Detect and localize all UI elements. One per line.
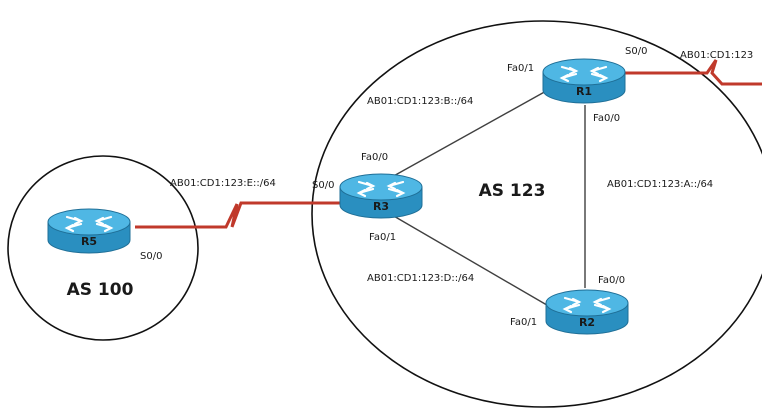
router-r5[interactable]: R5 (46, 207, 132, 255)
interface-label-r2-fa01: Fa0/1 (510, 317, 537, 328)
router-r2[interactable]: R2 (544, 288, 630, 336)
subnet-label-r1-external: AB01:CD1:123 (680, 50, 753, 61)
router-r3[interactable]: R3 (338, 172, 424, 220)
router-r2-label: R2 (579, 316, 595, 329)
interface-label-r2-fa00: Fa0/0 (598, 275, 625, 286)
link-r3-r2 (391, 214, 553, 309)
interface-label-r3-fa00: Fa0/0 (361, 152, 388, 163)
as-123-boundary (311, 20, 762, 408)
interface-label-r1-s00: S0/0 (625, 46, 647, 57)
link-r5-r3 (135, 201, 342, 229)
router-r1-label: R1 (576, 85, 592, 98)
interface-label-r1-fa00: Fa0/0 (593, 113, 620, 124)
link-r1-external (625, 59, 762, 86)
subnet-label-r5-r3: AB01:CD1:123:E::/64 (170, 178, 276, 189)
subnet-label-r1-r2: AB01:CD1:123:A::/64 (607, 179, 713, 190)
as-100-boundary (7, 155, 199, 341)
interface-label-r1-fa01: Fa0/1 (507, 63, 534, 74)
as-100-label: AS 100 (67, 280, 134, 300)
interface-label-r3-s00: S0/0 (312, 180, 334, 191)
router-r1[interactable]: R1 (541, 57, 627, 105)
subnet-label-r3-r2: AB01:CD1:123:D::/64 (367, 273, 474, 284)
as-123-label: AS 123 (479, 181, 546, 201)
router-r5-label: R5 (81, 235, 97, 248)
interface-label-r5-s00: S0/0 (140, 251, 162, 262)
subnet-label-r1-r3: AB01:CD1:123:B::/64 (367, 96, 473, 107)
router-r3-label: R3 (373, 200, 389, 213)
interface-label-r3-fa01: Fa0/1 (369, 232, 396, 243)
link-r1-r3 (389, 89, 549, 179)
